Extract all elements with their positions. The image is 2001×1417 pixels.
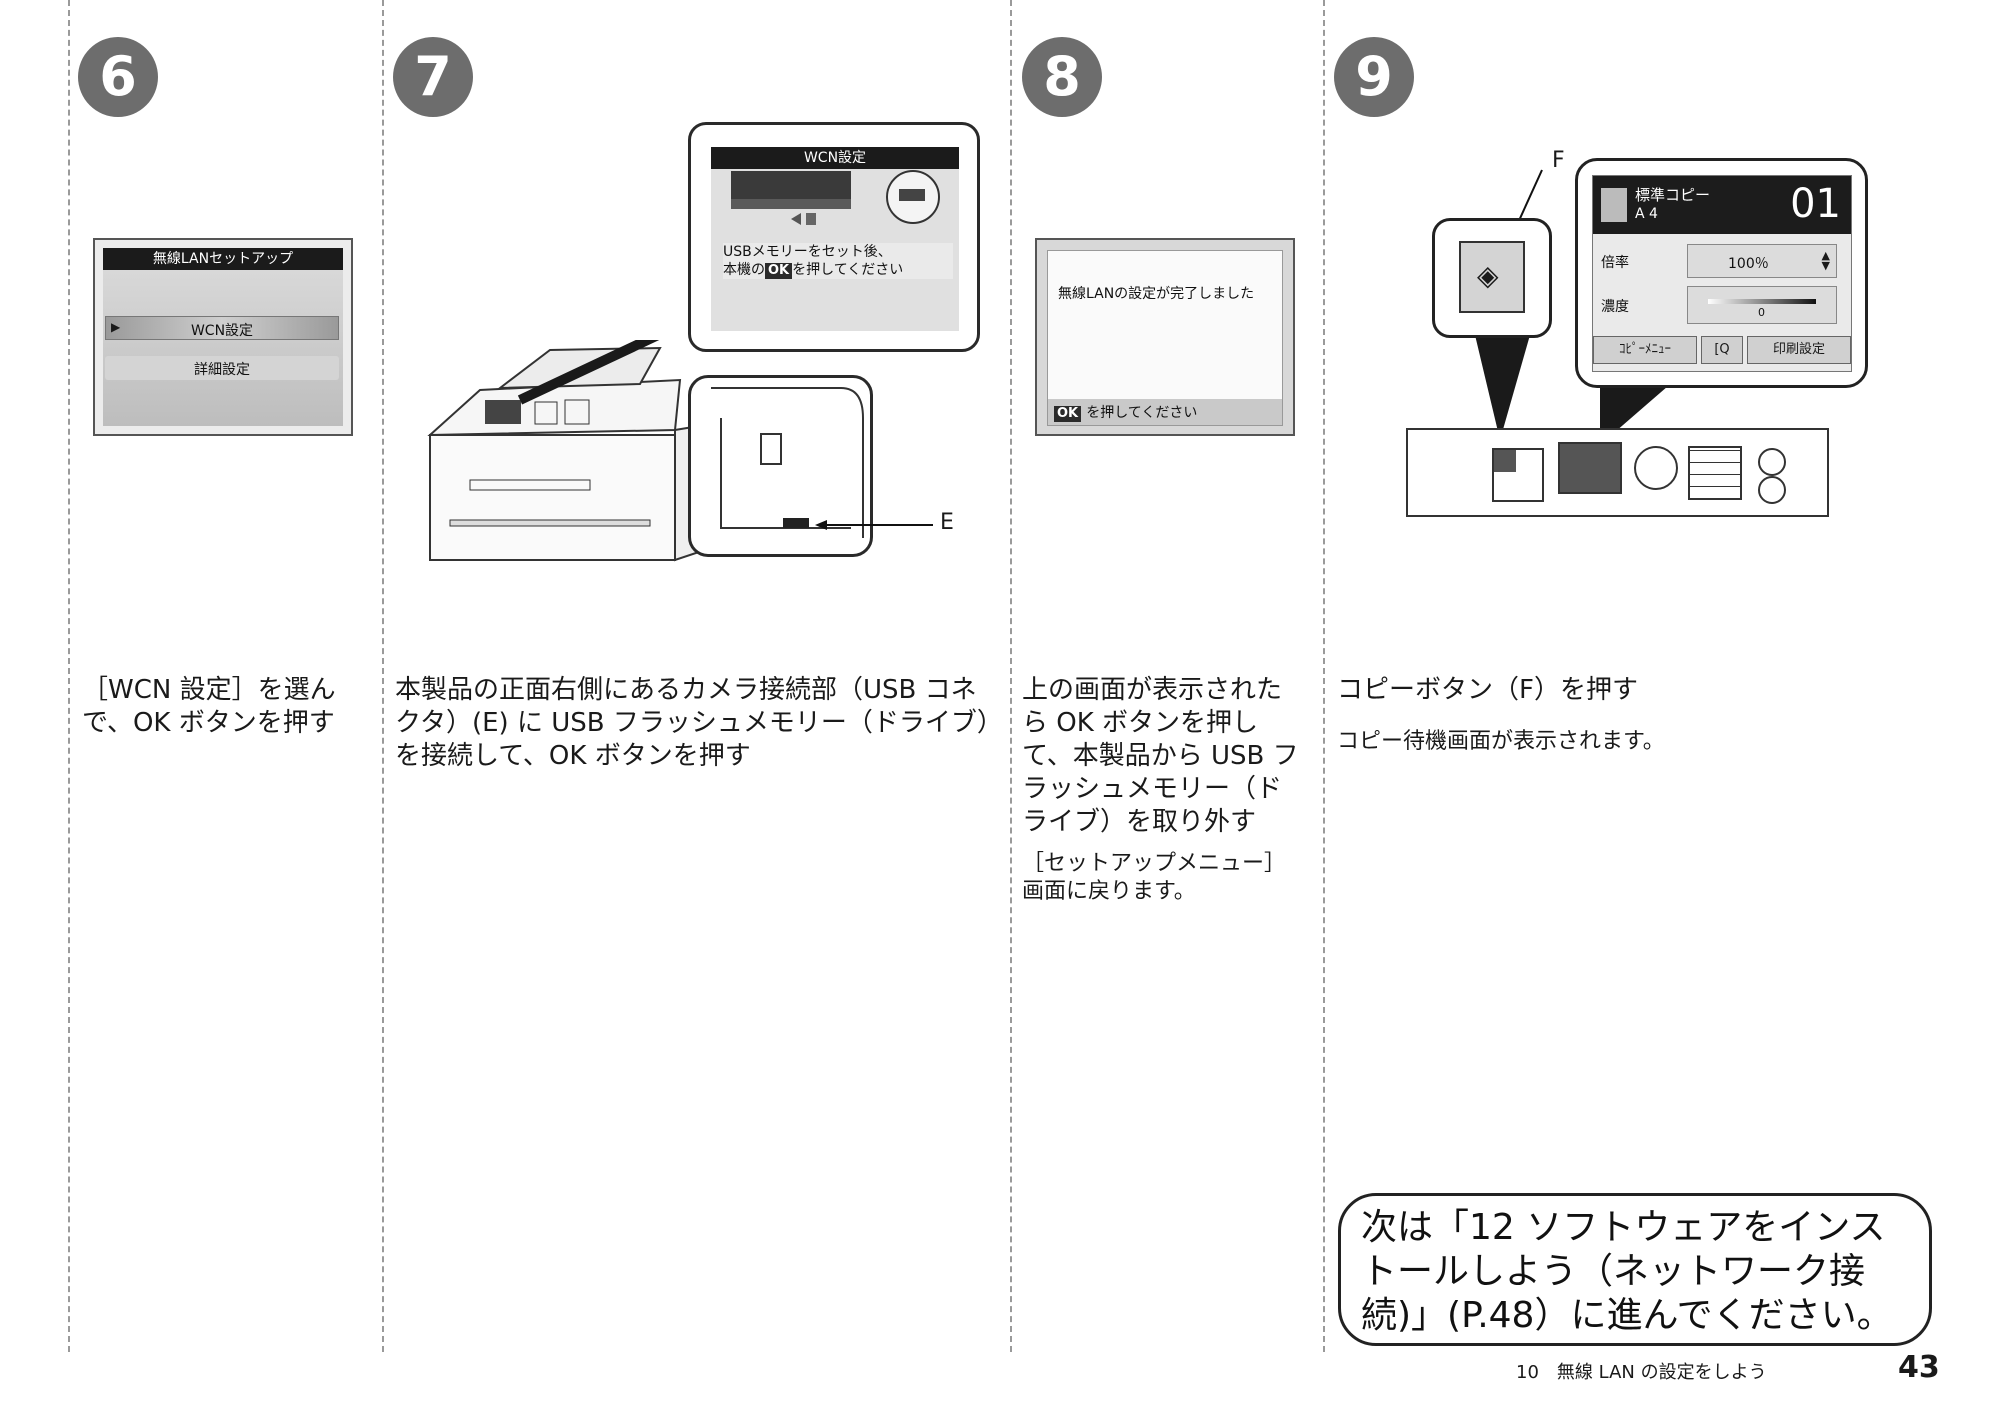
document-icon <box>1601 188 1627 222</box>
copies-count: 01 <box>1790 181 1841 227</box>
step8-screen: 無線LANの設定が完了しました OK を押してください <box>1035 238 1295 436</box>
menu-item-selected[interactable]: ▶ WCN設定 <box>105 316 339 340</box>
copy-screen-callout: 標準コピー A 4 01 倍率 100％ ▲▼ 濃度 0 ｺﾋﾟｰﾒﾆｭｰ [Q… <box>1575 158 1868 388</box>
step-number-7: 7 <box>393 37 473 117</box>
column-divider <box>382 0 384 1352</box>
paper-size: A 4 <box>1635 206 1658 222</box>
print-settings-button[interactable]: 印刷設定 <box>1747 336 1851 364</box>
section-title: 10 無線 LAN の設定をしよう <box>1516 1362 1767 1383</box>
next-step-text: 次は「12 ソフトウェアをインストールしよう（ネットワーク接続)」(P.48）に… <box>1361 1207 1893 1336</box>
dial-icon[interactable] <box>1634 446 1678 490</box>
copy-icon: ◈ <box>1477 259 1499 292</box>
copy-button[interactable]: ◈ <box>1459 241 1525 313</box>
menu-item-label: WCN設定 <box>190 323 254 339</box>
density-value: 0 <box>1758 306 1765 319</box>
message-line: USBメモリーをセット後、 <box>723 244 892 260</box>
copy-menu-button[interactable]: ｺﾋﾟｰﾒﾆｭｰ <box>1593 336 1697 364</box>
ok-icon: OK <box>765 263 793 279</box>
step-number-6: 6 <box>78 37 158 117</box>
screen-footer: OK を押してください <box>1048 399 1282 425</box>
callout-label-f: F <box>1552 148 1565 173</box>
ok-icon: OK <box>1054 406 1082 422</box>
copy-button-callout: ◈ <box>1432 218 1552 338</box>
column-divider <box>68 0 70 1352</box>
step7-heading: 本製品の正面右側にあるカメラ接続部（USB コネクタ）(E) に USB フラッ… <box>395 675 990 771</box>
start-button[interactable] <box>1758 476 1786 504</box>
step-number-8: 8 <box>1022 37 1102 117</box>
ratio-value: 100％ <box>1728 256 1769 272</box>
callout-leader-e <box>815 520 933 530</box>
step6-heading: ［WCN 設定］を選んで、OK ボタンを押す <box>82 675 336 738</box>
next-step-box: 次は「12 ソフトウェアをインストールしよう（ネットワーク接続)」(P.48）に… <box>1338 1193 1932 1346</box>
ratio-field[interactable]: 100％ ▲▼ <box>1687 244 1837 278</box>
usb-port-callout <box>688 375 873 557</box>
panel-lcd <box>1558 442 1622 494</box>
screen-title: WCN設定 <box>711 147 959 169</box>
step8-note: ［セットアップメニュー］画面に戻ります。 <box>1022 851 1287 904</box>
density-slider[interactable]: 0 <box>1687 286 1837 324</box>
column-divider <box>1323 0 1325 1352</box>
cursor-arrow-icon: ▶ <box>111 320 121 334</box>
copy-icon <box>1494 450 1516 472</box>
density-scale <box>1708 299 1816 304</box>
screen-title: 無線LANセットアップ <box>103 248 343 270</box>
page-number: 43 <box>1898 1350 1940 1385</box>
keypad-icon[interactable] <box>1688 446 1742 500</box>
message-text: 本機の <box>723 262 765 278</box>
step8-heading: 上の画面が表示されたら OK ボタンを押して、本製品から USB フラッシュメモ… <box>1022 675 1299 837</box>
copy-screen-buttons: ｺﾋﾟｰﾒﾆｭｰ [Q 印刷設定 <box>1593 336 1851 364</box>
message-text: を押してください <box>792 262 904 278</box>
usb-port-illustration <box>711 387 864 538</box>
usb-insert-illustration <box>731 170 940 225</box>
screen-message: 無線LANの設定が完了しました <box>1058 286 1255 302</box>
density-label: 濃度 <box>1601 299 1629 315</box>
menu-item-label: 詳細設定 <box>194 362 250 378</box>
step6-screen: 無線LANセットアップ ▶ WCN設定 詳細設定 <box>93 238 353 436</box>
step-number-9: 9 <box>1334 37 1414 117</box>
ratio-label: 倍率 <box>1601 255 1629 271</box>
step9-heading: コピーボタン（F）を押す <box>1337 675 1638 705</box>
callout-label-e: E <box>940 510 954 535</box>
stop-button[interactable] <box>1758 448 1786 476</box>
copy-button-panel[interactable] <box>1492 448 1544 502</box>
step9-note: コピー待機画面が表示されます。 <box>1337 729 1665 754</box>
preview-button[interactable]: [Q <box>1701 336 1743 364</box>
copy-screen: 標準コピー A 4 01 倍率 100％ ▲▼ 濃度 0 ｺﾋﾟｰﾒﾆｭｰ [Q… <box>1592 175 1852 372</box>
copy-mode: 標準コピー <box>1635 186 1711 204</box>
operation-panel <box>1406 428 1829 517</box>
menu-item[interactable]: 詳細設定 <box>105 356 339 380</box>
footer-text: を押してください <box>1086 405 1198 421</box>
column-divider <box>1010 0 1012 1352</box>
copy-screen-header: 標準コピー A 4 01 <box>1593 176 1851 234</box>
up-down-arrow-icon: ▲▼ <box>1821 249 1830 272</box>
